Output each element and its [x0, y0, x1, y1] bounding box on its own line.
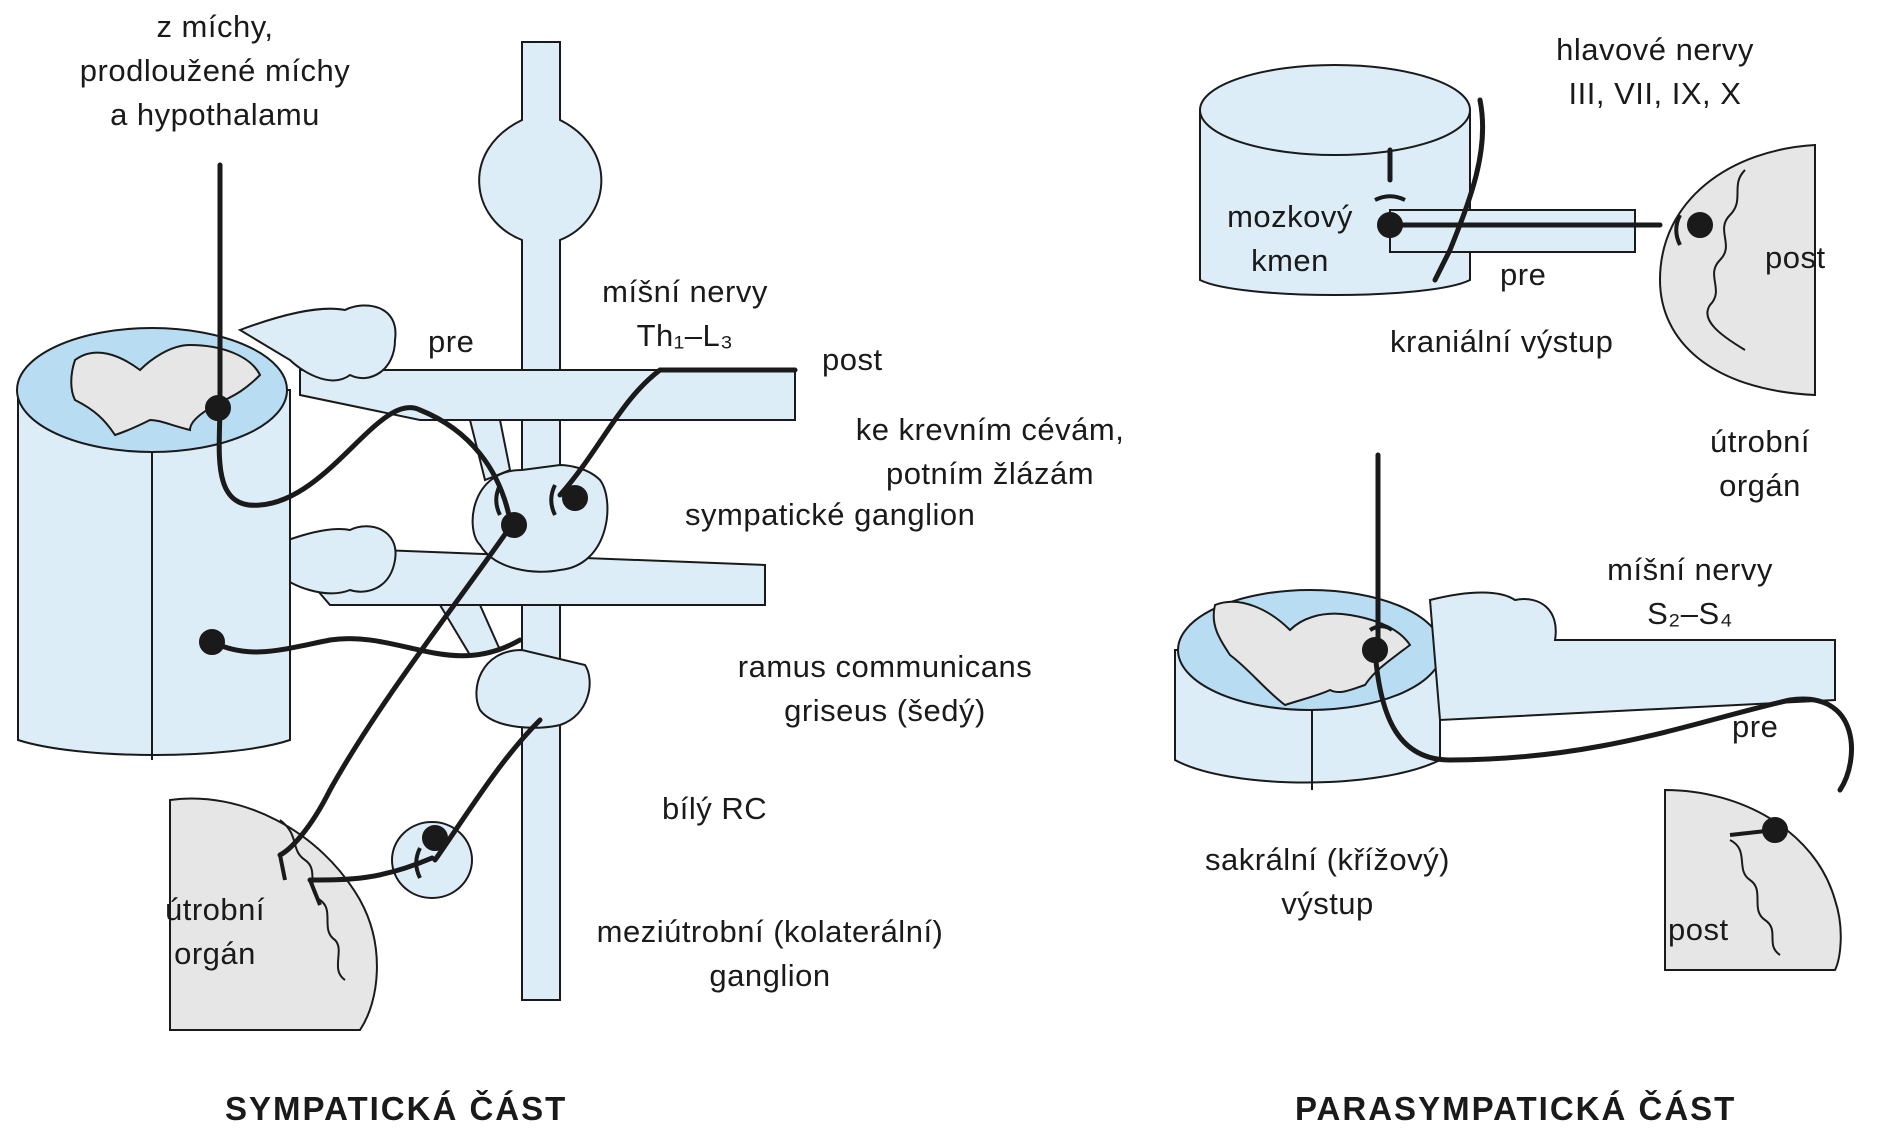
sym-spinal-nerves-label: míšní nervy Th₁–L₃	[575, 270, 795, 358]
para-cranial-outflow-label: kraniální výstup	[1390, 320, 1613, 364]
para-cranial-nerves-label: hlavové nervy III, VII, IX, X	[1530, 28, 1780, 116]
para-sacral-label: sakrální (křížový) výstup	[1165, 838, 1490, 926]
sym-spinal-nerves-line-2: Th₁–L₃	[575, 314, 795, 358]
para-cranial-nerves-line-2: III, VII, IX, X	[1530, 72, 1780, 116]
sym-post-label: post	[822, 338, 883, 382]
sym-vessels-label: ke krevním cévám, potním žlázám	[820, 408, 1160, 496]
para-organ-line-1: útrobní	[1695, 420, 1825, 464]
sym-origin-line-2: prodloužené míchy	[40, 49, 390, 93]
para-sacral-line-2: výstup	[1165, 882, 1490, 926]
sym-origin-label: z míchy, prodloužené míchy a hypothalamu	[40, 5, 390, 137]
para-post-cranial-label: post	[1765, 236, 1826, 280]
para-post-sacral-label: post	[1668, 908, 1729, 952]
sym-origin-line-1: z míchy,	[40, 5, 390, 49]
sym-ramus-label: ramus communicans griseus (šedý)	[700, 645, 1070, 733]
para-spinal-nerves-line-2: S₂–S₄	[1580, 592, 1800, 636]
para-brainstem-line-1: mozkový	[1205, 195, 1375, 239]
sym-title: SYMPATICKÁ ČÁST	[225, 1090, 567, 1128]
sym-organ-line-1: útrobní	[150, 888, 280, 932]
sym-collateral-line-2: ganglion	[560, 954, 980, 998]
sym-pre-label: pre	[428, 320, 474, 364]
para-brainstem-line-2: kmen	[1205, 239, 1375, 283]
para-title: PARASYMPATICKÁ ČÁST	[1295, 1090, 1736, 1128]
sym-organ-line-2: orgán	[150, 932, 280, 976]
sym-collateral-label: meziútrobní (kolaterální) ganglion	[560, 910, 980, 998]
para-sacral-line-1: sakrální (křížový)	[1165, 838, 1490, 882]
sym-vessels-line-2: potním žlázám	[820, 452, 1160, 496]
sym-collateral-line-1: meziútrobní (kolaterální)	[560, 910, 980, 954]
para-organ-line-2: orgán	[1695, 464, 1825, 508]
sym-spinal-nerves-line-1: míšní nervy	[575, 270, 795, 314]
spinal-cord-thoracic	[17, 328, 290, 760]
para-organ-label: útrobní orgán	[1695, 420, 1825, 508]
sym-ganglion-label: sympatické ganglion	[685, 493, 975, 537]
sym-white-rc-label: bílý RC	[662, 787, 767, 831]
sym-vessels-line-1: ke krevním cévám,	[820, 408, 1160, 452]
para-cranial-nerves-line-1: hlavové nervy	[1530, 28, 1780, 72]
para-pre-cranial-label: pre	[1500, 253, 1546, 297]
cranial-nerve	[1390, 210, 1635, 252]
para-spinal-nerves-line-1: míšní nervy	[1580, 548, 1800, 592]
sym-origin-line-3: a hypothalamu	[40, 93, 390, 137]
sym-ramus-line-1: ramus communicans	[700, 645, 1070, 689]
para-brainstem-label: mozkový kmen	[1205, 195, 1375, 283]
sym-organ-label: útrobní orgán	[150, 888, 280, 976]
sym-ramus-line-2: griseus (šedý)	[700, 689, 1070, 733]
spinal-cord-sacral	[1175, 590, 1442, 790]
para-pre-sacral-label: pre	[1732, 705, 1778, 749]
para-spinal-nerves-label: míšní nervy S₂–S₄	[1580, 548, 1800, 636]
